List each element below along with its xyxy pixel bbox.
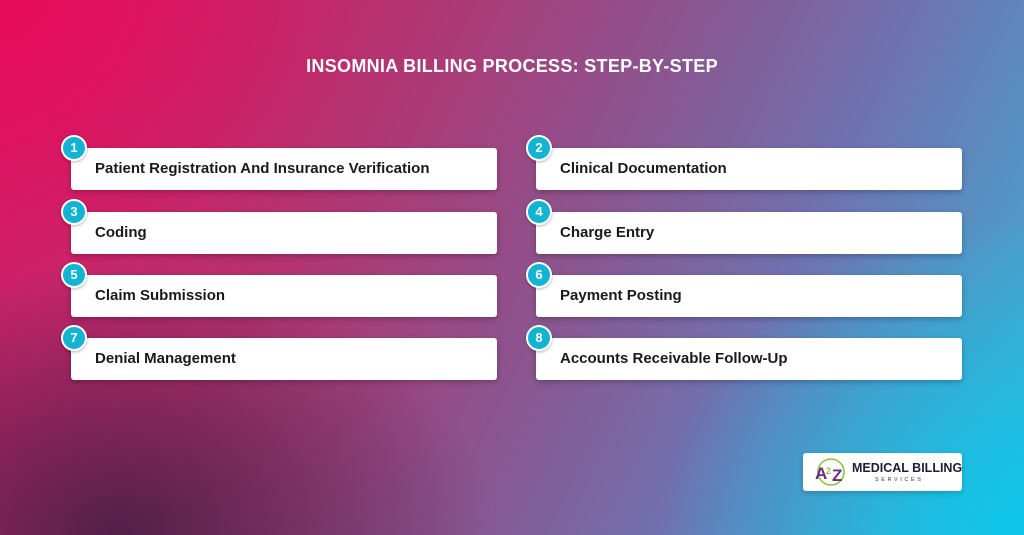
step-card-7: Denial Management [71,338,497,380]
logo-subtitle: SERVICES [875,477,924,483]
step-label: Clinical Documentation [560,160,727,177]
step-card-5: Claim Submission [71,275,497,317]
step-number-badge: 5 [61,262,87,288]
step-number-badge: 8 [526,325,552,351]
step-label: Accounts Receivable Follow-Up [560,350,788,367]
page-title: INSOMNIA BILLING PROCESS: STEP-BY-STEP [306,56,718,76]
step-number-badge: 6 [526,262,552,288]
step-card-3: Coding [71,212,497,254]
step-number-badge: 7 [61,325,87,351]
step-card-4: Charge Entry [536,212,962,254]
step-number-badge: 1 [61,135,87,161]
step-card-1: Patient Registration And Insurance Verif… [71,148,497,190]
svg-text:A: A [815,464,827,483]
logo-name: MEDICAL BILLING [852,461,963,475]
step-label: Payment Posting [560,287,682,304]
step-label: Claim Submission [95,287,226,304]
step-card-2: Clinical Documentation [536,148,962,190]
svg-text:2: 2 [826,466,831,476]
step-label: Patient Registration And Insurance Verif… [95,160,430,177]
step-number-badge: 3 [61,199,87,225]
step-label: Denial Management [95,350,236,367]
step-number-badge: 2 [526,135,552,161]
company-logo: A 2 Z MEDICAL BILLING SERVICES [803,453,962,491]
step-card-6: Payment Posting [536,275,962,317]
svg-text:Z: Z [832,466,842,485]
step-card-8: Accounts Receivable Follow-Up [536,338,962,380]
step-label: Charge Entry [560,224,655,241]
step-number-badge: 4 [526,199,552,225]
step-label: Coding [95,224,147,241]
a2z-logo-icon: A 2 Z [815,458,845,486]
